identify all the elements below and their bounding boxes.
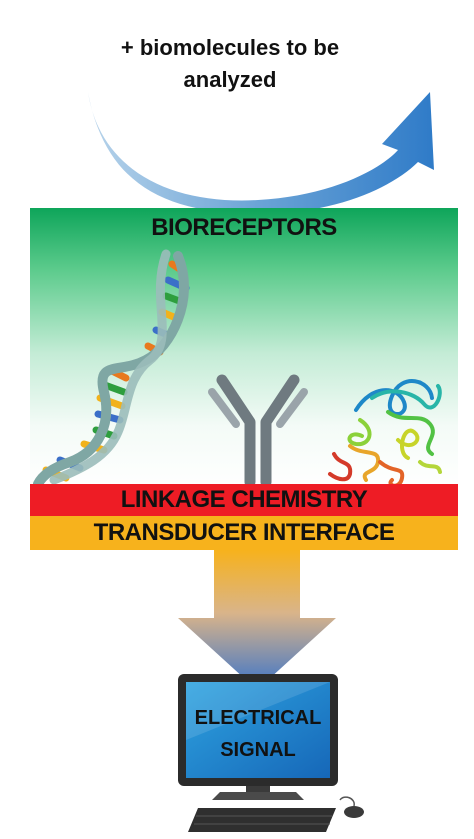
transducer-interface-band: TRANSDUCER INTERFACE xyxy=(30,516,458,550)
electrical-signal-label: ELECTRICAL SIGNAL xyxy=(190,702,326,766)
signal-line-2: SIGNAL xyxy=(220,739,296,761)
linkage-chemistry-label: LINKAGE CHEMISTRY xyxy=(120,486,368,513)
caption: + biomolecules to be analyzed xyxy=(40,32,420,96)
caption-line-2: analyzed xyxy=(183,67,277,92)
transducer-interface-label: TRANSDUCER INTERFACE xyxy=(93,519,395,546)
caption-line-1: + biomolecules to be xyxy=(120,35,340,60)
linkage-chemistry-band: LINKAGE CHEMISTRY xyxy=(30,484,458,516)
curved-arrow-icon xyxy=(88,92,434,214)
bioreceptors-label: BIORECEPTORS xyxy=(151,214,337,241)
signal-line-1: ELECTRICAL xyxy=(194,707,322,729)
